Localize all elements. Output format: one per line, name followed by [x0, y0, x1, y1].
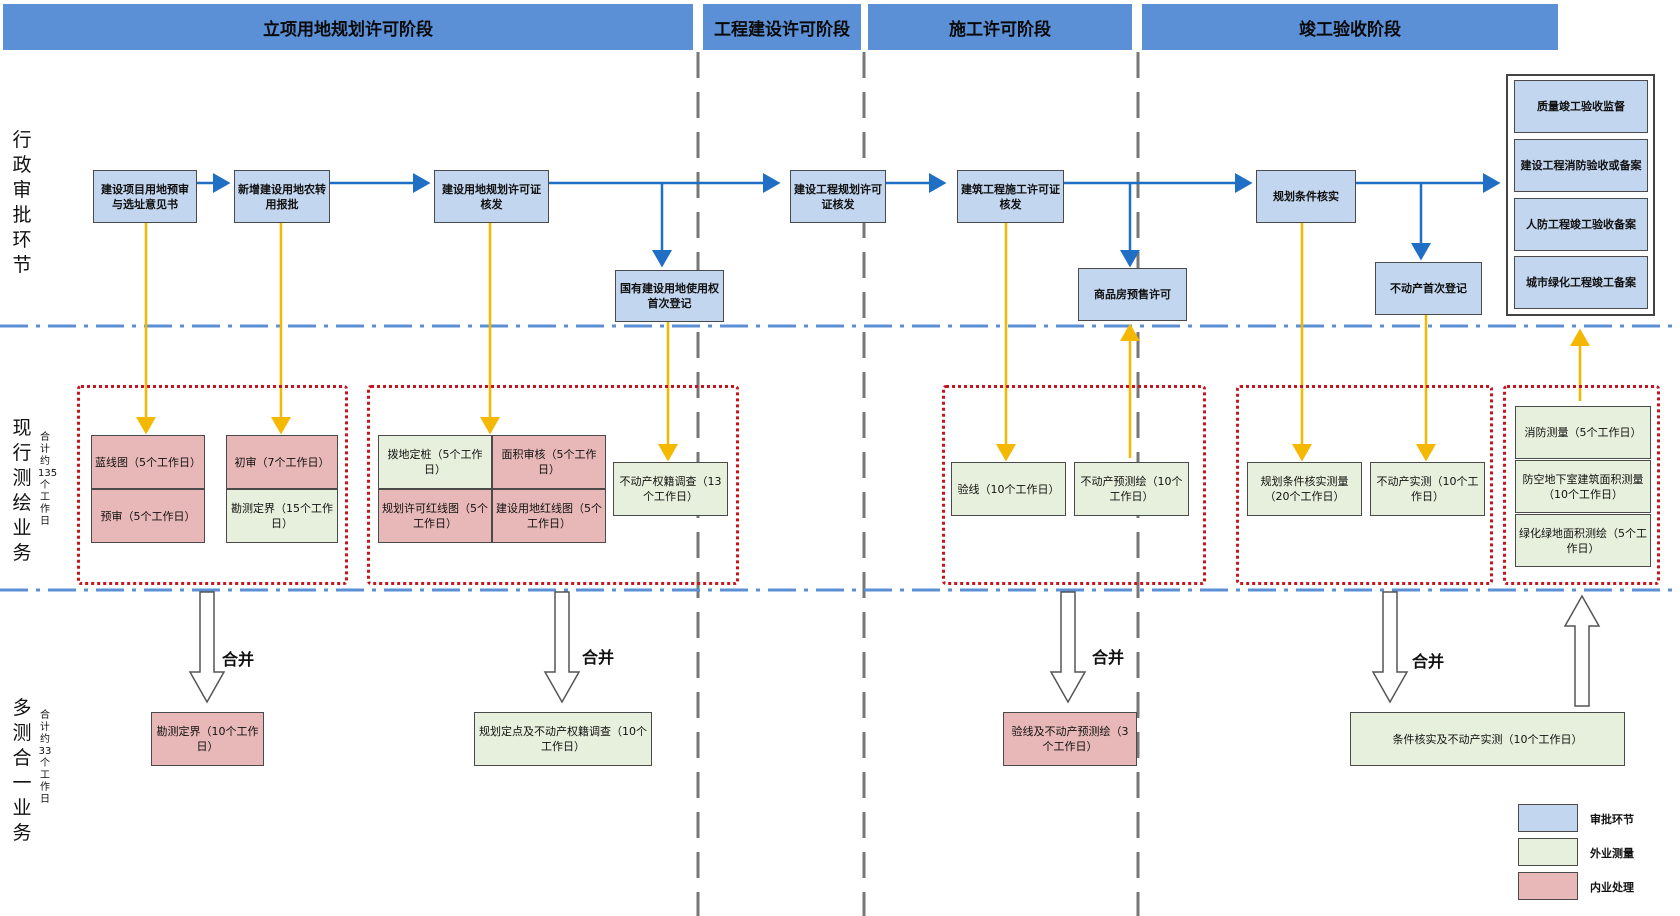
stage-header-construction-permit: 工程建设许可阶段 — [703, 4, 861, 50]
lane-label-admin: 行政审批环节 — [12, 129, 32, 276]
lane-note-multi: 合计约33个工作日 — [38, 710, 52, 805]
approval-construction-permit: 建筑工程施工许可证核发 — [957, 170, 1064, 223]
approval-greening: 城市绿化工程竣工备案 — [1514, 256, 1648, 309]
stage-header-land-planning: 立项用地规划许可阶段 — [3, 4, 693, 50]
task-land-staking: 拨地定桩（5个工作日） — [378, 435, 492, 489]
legend-label-field: 外业测量 — [1590, 847, 1634, 860]
lane-label-multi: 多测合一业务 — [12, 697, 32, 844]
approval-property-registration: 不动产首次登记 — [1375, 262, 1482, 315]
task-boundary-survey: 勘测定界（15个工作日） — [226, 489, 338, 543]
task-pre-review: 预审（5个工作日） — [91, 489, 205, 543]
task-property-cadastral-survey: 不动产权籍调查（13个工作日） — [613, 462, 728, 516]
merge-arrow — [543, 591, 581, 704]
task-fire-survey: 消防测量（5个工作日） — [1515, 406, 1651, 459]
merge-label: 合并 — [222, 650, 255, 669]
merge-arrow — [188, 591, 226, 704]
task-greening-area-survey: 绿化绿地面积测绘（5个工作日） — [1515, 514, 1651, 567]
approval-engineering-permit: 建设工程规划许可证核发 — [790, 170, 886, 223]
task-initial-review: 初审（7个工作日） — [226, 435, 338, 489]
multi-task-verification-actual: 条件核实及不动产实测（10个工作日） — [1350, 712, 1625, 766]
legend-swatch-field — [1518, 838, 1578, 866]
stage-header-building-permit: 施工许可阶段 — [868, 4, 1132, 50]
legend-swatch-approval — [1518, 804, 1578, 832]
current-group-completion — [1503, 385, 1660, 585]
lane-label-current: 现行测绘业务 — [12, 417, 32, 564]
current-group-verification — [1236, 385, 1493, 585]
approval-land-use-registration: 国有建设用地使用权首次登记 — [615, 270, 724, 322]
task-area-review: 面积审核（5个工作日） — [492, 435, 606, 489]
merge-label: 合并 — [1092, 648, 1125, 667]
task-blue-line-map: 蓝线图（5个工作日） — [91, 435, 205, 489]
task-land-redline-map: 建设用地红线图（5个工作日） — [492, 489, 606, 543]
current-group-land — [77, 385, 348, 585]
merge-arrow — [1049, 591, 1087, 704]
task-planning-verification-survey: 规划条件核实测量（20个工作日） — [1247, 462, 1362, 516]
approval-fire-acceptance: 建设工程消防验收或备案 — [1514, 139, 1648, 192]
multi-task-planning-cadastral: 规划定点及不动产权籍调查（10个工作日） — [474, 712, 652, 766]
approval-land-planning-permit: 建设用地规划许可证核发 — [434, 170, 549, 223]
merge-label: 合并 — [1412, 652, 1445, 671]
approval-planning-verification: 规划条件核实 — [1256, 170, 1356, 223]
legend-label-office: 内业处理 — [1590, 881, 1634, 894]
merge-arrow-up — [1563, 594, 1601, 707]
merge-label: 合并 — [582, 648, 615, 667]
task-property-pre-survey: 不动产预测绘（10个工作日） — [1074, 462, 1189, 516]
current-group-construction — [942, 385, 1206, 585]
multi-task-line-check-presurvey: 验线及不动产预测绘（3个工作日） — [1003, 712, 1137, 766]
task-permit-redline-map: 规划许可红线图（5个工作日） — [378, 489, 492, 543]
merge-arrow — [1371, 591, 1409, 704]
approval-civil-defense: 人防工程竣工验收备案 — [1514, 198, 1648, 251]
approval-farmland-conversion: 新增建设用地农转用报批 — [234, 170, 330, 223]
legend-label-approval: 审批环节 — [1590, 813, 1634, 826]
stage-header-completion: 竣工验收阶段 — [1142, 4, 1558, 50]
task-property-actual-survey: 不动产实测（10个工作日） — [1370, 462, 1485, 516]
legend-swatch-office — [1518, 872, 1578, 900]
task-civil-defense-area-survey: 防空地下室建筑面积测量（10个工作日） — [1515, 460, 1651, 513]
approval-preliminary-review: 建设项目用地预审与选址意见书 — [93, 170, 197, 223]
current-group-planning — [367, 385, 739, 585]
lane-note-current: 合计约135个工作日 — [38, 432, 58, 527]
approval-presale-permit: 商品房预售许可 — [1078, 268, 1187, 321]
task-line-check: 验线（10个工作日） — [951, 462, 1066, 516]
approval-quality-supervision: 质量竣工验收监督 — [1514, 80, 1648, 133]
multi-task-boundary-survey: 勘测定界（10个工作日） — [151, 712, 264, 766]
